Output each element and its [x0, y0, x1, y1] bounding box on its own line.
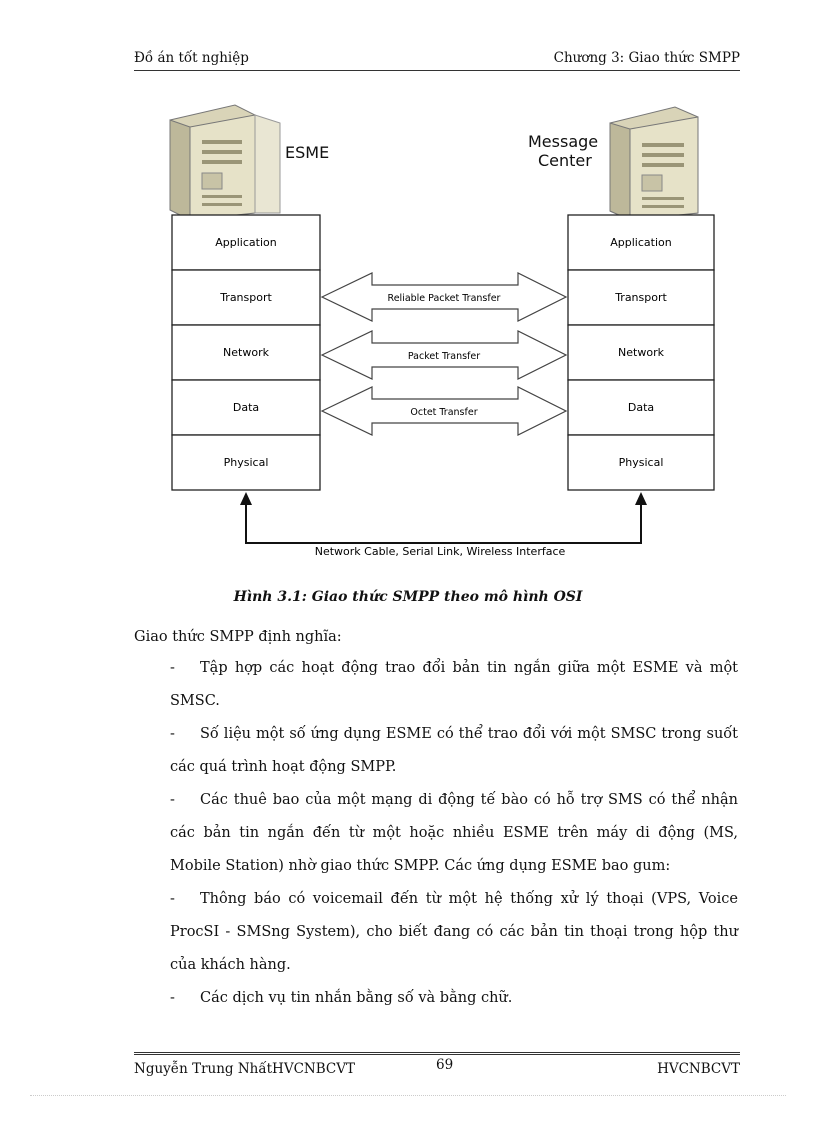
figure-caption: Hình 3.1: Giao thức SMPP theo mô hình OS… [0, 589, 816, 605]
esme-layer-network: Network [223, 346, 270, 359]
list-dash: - [170, 652, 200, 685]
esme-server-icon [170, 105, 280, 220]
intro-paragraph: Giao thức SMPP định nghĩa: [134, 621, 738, 654]
arrow-label-reliable-packet-transfer: Reliable Packet Transfer [388, 293, 501, 304]
esme-layer-stack: Application Transport Network Data Physi… [172, 215, 320, 490]
list-item: -Thông báo có voicemail đến từ một hệ th… [134, 883, 738, 982]
page-header: Đồ án tốt nghiệp Chương 3: Giao thức SMP… [134, 50, 740, 71]
message-center-label-line1: Message [528, 132, 598, 151]
list-dash: - [170, 883, 200, 916]
page-edge-divider [30, 1095, 786, 1096]
message-center-layer-stack: Application Transport Network Data Physi… [568, 215, 714, 490]
esme-layer-physical: Physical [224, 456, 269, 469]
list-dash: - [170, 982, 200, 1015]
arrow-reliable-packet-transfer: Reliable Packet Transfer [322, 273, 566, 321]
list-item: -Tập hợp các hoạt động trao đổi bản tin … [134, 652, 738, 718]
message-center-label-line2: Center [538, 151, 592, 170]
list-item-text: Tập hợp các hoạt động trao đổi bản tin n… [170, 660, 738, 709]
footer-institution: HVCNBCVT [657, 1061, 740, 1077]
arrow-packet-transfer: Packet Transfer [322, 331, 566, 379]
list-dash: - [170, 784, 200, 817]
list-item: -Các dịch vụ tin nhắn bằng số và bằng ch… [134, 982, 738, 1015]
mc-layer-application: Application [610, 236, 671, 249]
physical-link-label: Network Cable, Serial Link, Wireless Int… [315, 545, 566, 558]
definition-list: -Tập hợp các hoạt động trao đổi bản tin … [134, 652, 738, 1015]
physical-link-connector: Network Cable, Serial Link, Wireless Int… [240, 492, 647, 558]
esme-layer-application: Application [215, 236, 276, 249]
arrow-label-octet-transfer: Octet Transfer [410, 407, 477, 418]
esme-layer-data: Data [233, 401, 259, 414]
list-item: -Các thuê bao của một mạng di động tế bà… [134, 784, 738, 883]
esme-layer-transport: Transport [219, 291, 272, 304]
list-item-text: Các dịch vụ tin nhắn bằng số và bằng chữ… [200, 990, 512, 1006]
mc-layer-data: Data [628, 401, 654, 414]
mc-layer-transport: Transport [614, 291, 667, 304]
footer-author: Nguyễn Trung NhấtHVCNBCVT [134, 1061, 355, 1077]
list-item: -Số liệu một số ứng dụng ESME có thể tra… [134, 718, 738, 784]
list-dash: - [170, 718, 200, 751]
mc-layer-physical: Physical [619, 456, 664, 469]
header-document-title: Đồ án tốt nghiệp [134, 50, 249, 66]
page-number: 69 [436, 1057, 453, 1073]
header-chapter-title: Chương 3: Giao thức SMPP [554, 50, 740, 66]
esme-label: ESME [285, 143, 329, 162]
list-item-text: Các thuê bao của một mạng di động tế bào… [170, 792, 738, 874]
message-center-server-icon [610, 107, 698, 220]
list-item-text: Số liệu một số ứng dụng ESME có thể trao… [170, 726, 738, 775]
arrow-label-packet-transfer: Packet Transfer [408, 351, 480, 362]
mc-layer-network: Network [618, 346, 665, 359]
osi-diagram: ESME Message Center Application Transpor… [150, 95, 740, 570]
arrow-octet-transfer: Octet Transfer [322, 387, 566, 435]
list-item-text: Thông báo có voicemail đến từ một hệ thố… [170, 891, 738, 973]
page-footer: Nguyễn Trung NhấtHVCNBCVT 69 HVCNBCVT [134, 1052, 740, 1083]
